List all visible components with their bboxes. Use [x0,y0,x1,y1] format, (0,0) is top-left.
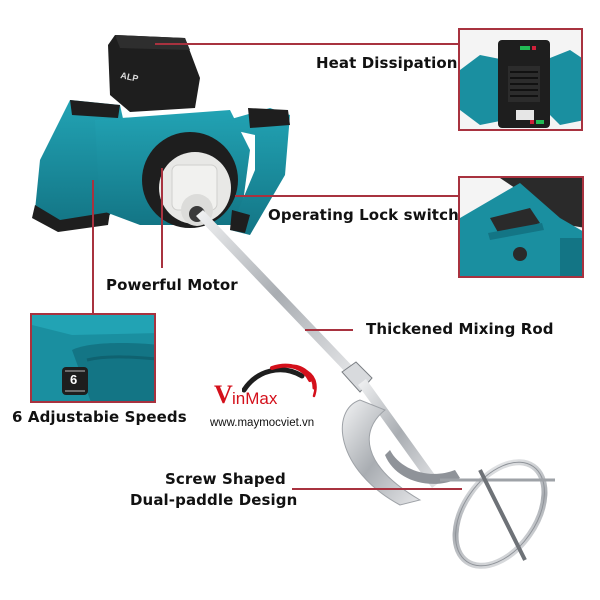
website-url: www.maymocviet.vn [210,417,315,429]
speed-dial-photo [32,315,154,401]
speeds-connector [92,180,94,313]
operating-lock-switch-label: Operating Lock switch [268,206,459,224]
logo-brand-text: inMax [232,389,278,408]
heat-dissipation-detail-image [458,28,583,131]
paddle-design-label-line2: Dual-paddle Design [130,491,298,509]
paddle-design-label-line1: Screw Shaped [165,470,286,488]
paddle-connector [292,488,462,490]
logo-swoosh-icon [242,363,317,398]
lock-switch-detail-image [458,176,584,278]
logo-v-letter: V [214,380,233,409]
heat-dissipation-photo [460,30,581,129]
speed-dial-number: 6 [70,372,78,387]
lock-switch-photo [460,178,582,276]
powerful-motor-label: Powerful Motor [106,276,238,294]
lock-switch-connector [235,195,458,197]
thickened-mixing-rod-label: Thickened Mixing Rod [366,320,554,338]
svg-text:ALP: ALP [120,70,140,84]
speed-dial-detail-image: 6 [30,313,156,403]
motor-connector [161,168,163,268]
heat-dissipation-connector [155,43,458,45]
heat-dissipation-label: Heat Dissipation [316,54,458,72]
adjustable-speeds-label: 6 Adjustabie Speeds [12,408,187,426]
rod-connector [305,329,353,331]
vinmax-logo: V inMax www.maymocviet.vn [210,362,322,432]
